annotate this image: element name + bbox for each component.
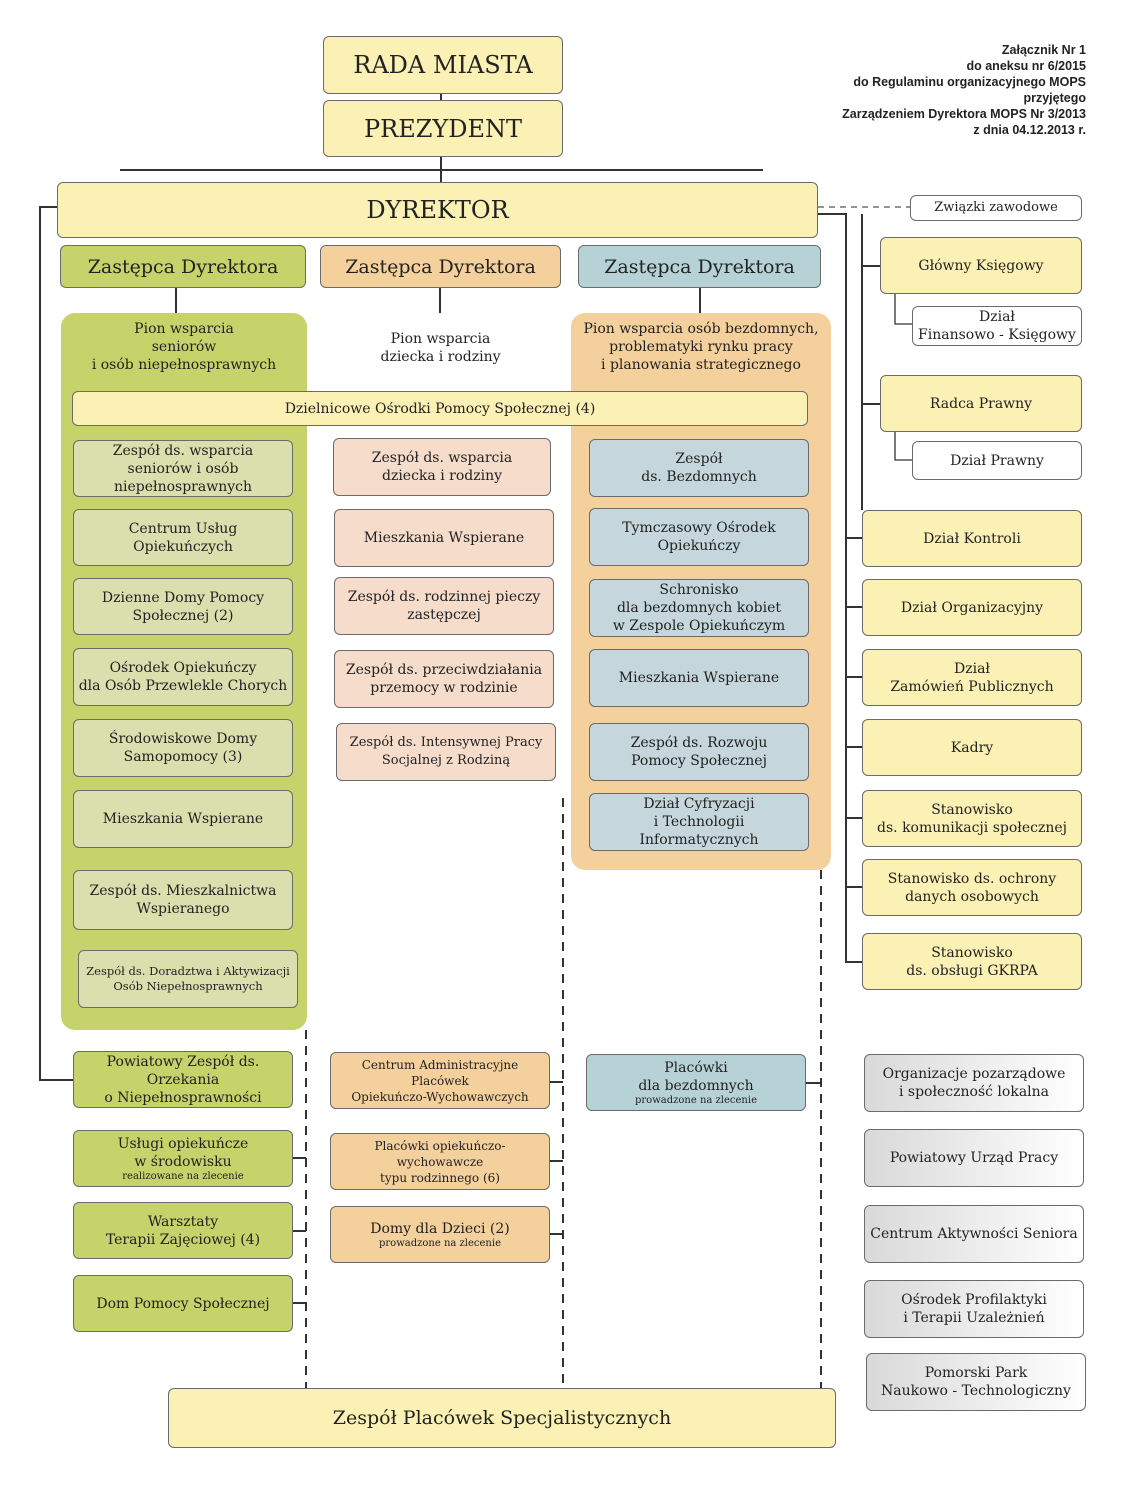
- glowny-ksiegowy-box: Główny Księgowy: [880, 237, 1082, 294]
- right-unit: Tymczasowy Ośrodek Opiekuńczy: [589, 508, 809, 566]
- kadry-box: Kadry: [862, 719, 1082, 776]
- deputy-director-middle: Zastępca Dyrektora: [320, 245, 561, 288]
- right-unit: Zespół ds. Bezdomnych: [589, 439, 809, 497]
- placowki-bezdomnych-note: prowadzone na zlecenie: [635, 1094, 757, 1106]
- rada-miasta-box: RADA MIASTA: [323, 36, 563, 94]
- right-unit: Zespół ds. Rozwoju Pomocy Społecznej: [589, 723, 809, 781]
- uslugi-opiekuncze-note: realizowane na zlecenie: [122, 1170, 244, 1182]
- stanowisko-gkrpa-box: Stanowisko ds. obsługi GKRPA: [862, 933, 1082, 990]
- external-partner: Organizacje pozarządowe i społeczność lo…: [864, 1054, 1084, 1112]
- domy-dla-dzieci-note: prowadzone na zlecenie: [379, 1237, 501, 1249]
- left-unit: Zespół ds. Doradztwa i Aktywizacji Osób …: [78, 950, 298, 1008]
- centrum-administracyjne-box: Centrum Administracyjne Placówek Opiekuń…: [330, 1052, 550, 1109]
- uslugi-opiekuncze-title: Usługi opiekuńcze w środowisku: [117, 1135, 249, 1170]
- orzekanie-box: Powiatowy Zespół ds. Orzekania o Niepełn…: [73, 1051, 293, 1108]
- dzial-kontroli-box: Dział Kontroli: [862, 510, 1082, 567]
- placowki-rodzinne-box: Placówki opiekuńczo-wychowawcze typu rod…: [330, 1133, 550, 1190]
- zespol-placowek-bar: Zespół Placówek Specjalistycznych: [168, 1388, 836, 1448]
- annex-notice: Załącznik Nr 1 do aneksu nr 6/2015 do Re…: [842, 43, 1086, 137]
- external-partner: Ośrodek Profilaktyki i Terapii Uzależnie…: [864, 1280, 1084, 1338]
- deputy-director-right: Zastępca Dyrektora: [578, 245, 821, 288]
- dops-bar: Dzielnicowe Ośrodki Pomocy Społecznej (4…: [72, 391, 808, 426]
- middle-unit: Zespół ds. wsparcia dziecka i rodziny: [333, 438, 551, 496]
- uslugi-opiekuncze-box: Usługi opiekuńcze w środowisku realizowa…: [73, 1130, 293, 1187]
- middle-unit: Zespół ds. Intensywnej Pracy Socjalnej z…: [336, 723, 556, 781]
- dyrektor-box: DYREKTOR: [57, 182, 818, 238]
- zwiazki-zawodowe-box: Związki zawodowe: [910, 195, 1082, 221]
- left-unit: Centrum Usług Opiekuńczych: [73, 509, 293, 566]
- domy-dla-dzieci-box: Domy dla Dzieci (2) prowadzone na zlecen…: [330, 1206, 550, 1263]
- middle-unit: Zespół ds. rodzinnej pieczy zastępczej: [334, 577, 554, 635]
- external-partner: Centrum Aktywności Seniora: [864, 1205, 1084, 1263]
- pion-family-title: Pion wsparcia dziecka i rodziny: [380, 331, 501, 365]
- placowki-bezdomnych-box: Placówki dla bezdomnych prowadzone na zl…: [586, 1054, 806, 1111]
- external-partner: Pomorski Park Naukowo - Technologiczny: [866, 1353, 1086, 1411]
- right-unit: Schronisko dla bezdomnych kobiet w Zespo…: [589, 579, 809, 637]
- middle-unit: Zespół ds. przeciwdziałania przemocy w r…: [334, 650, 554, 708]
- pion-homeless-title: Pion wsparcia osób bezdomnych, problemat…: [583, 321, 819, 373]
- prezydent-box: PREZYDENT: [323, 100, 563, 157]
- left-unit: Mieszkania Wspierane: [73, 790, 293, 848]
- pion-seniors-title: Pion wsparcia seniorów i osób niepełnosp…: [91, 321, 277, 373]
- domy-dla-dzieci-title: Domy dla Dzieci (2): [370, 1220, 510, 1237]
- dzial-finansowy-box: Dział Finansowo - Księgowy: [912, 306, 1082, 346]
- left-unit: Ośrodek Opiekuńczy dla Osób Przewlekle C…: [73, 648, 293, 706]
- left-unit: Dzienne Domy Pomocy Społecznej (2): [73, 578, 293, 635]
- dom-pomocy-box: Dom Pomocy Społecznej: [73, 1275, 293, 1332]
- right-unit: Dział Cyfryzacji i Technologii Informaty…: [589, 793, 809, 851]
- dzial-zamowien-box: Dział Zamówień Publicznych: [862, 649, 1082, 706]
- warsztaty-box: Warsztaty Terapii Zajęciowej (4): [73, 1202, 293, 1259]
- stanowisko-komunikacji-box: Stanowisko ds. komunikacji społecznej: [862, 790, 1082, 847]
- radca-prawny-box: Radca Prawny: [880, 375, 1082, 432]
- placowki-bezdomnych-title: Placówki dla bezdomnych: [638, 1059, 754, 1094]
- right-unit: Mieszkania Wspierane: [589, 649, 809, 707]
- left-unit: Zespół ds. Mieszkalnictwa Wspieranego: [73, 870, 293, 930]
- dzial-prawny-box: Dział Prawny: [912, 441, 1082, 480]
- middle-unit: Mieszkania Wspierane: [334, 509, 554, 567]
- deputy-director-left: Zastępca Dyrektora: [60, 245, 306, 288]
- left-unit: Zespół ds. wsparcia seniorów i osób niep…: [73, 440, 293, 497]
- stanowisko-ochrony-box: Stanowisko ds. ochrony danych osobowych: [862, 859, 1082, 916]
- external-partner: Powiatowy Urząd Pracy: [864, 1129, 1084, 1187]
- dzial-organizacyjny-box: Dział Organizacyjny: [862, 579, 1082, 636]
- left-unit: Środowiskowe Domy Samopomocy (3): [73, 719, 293, 777]
